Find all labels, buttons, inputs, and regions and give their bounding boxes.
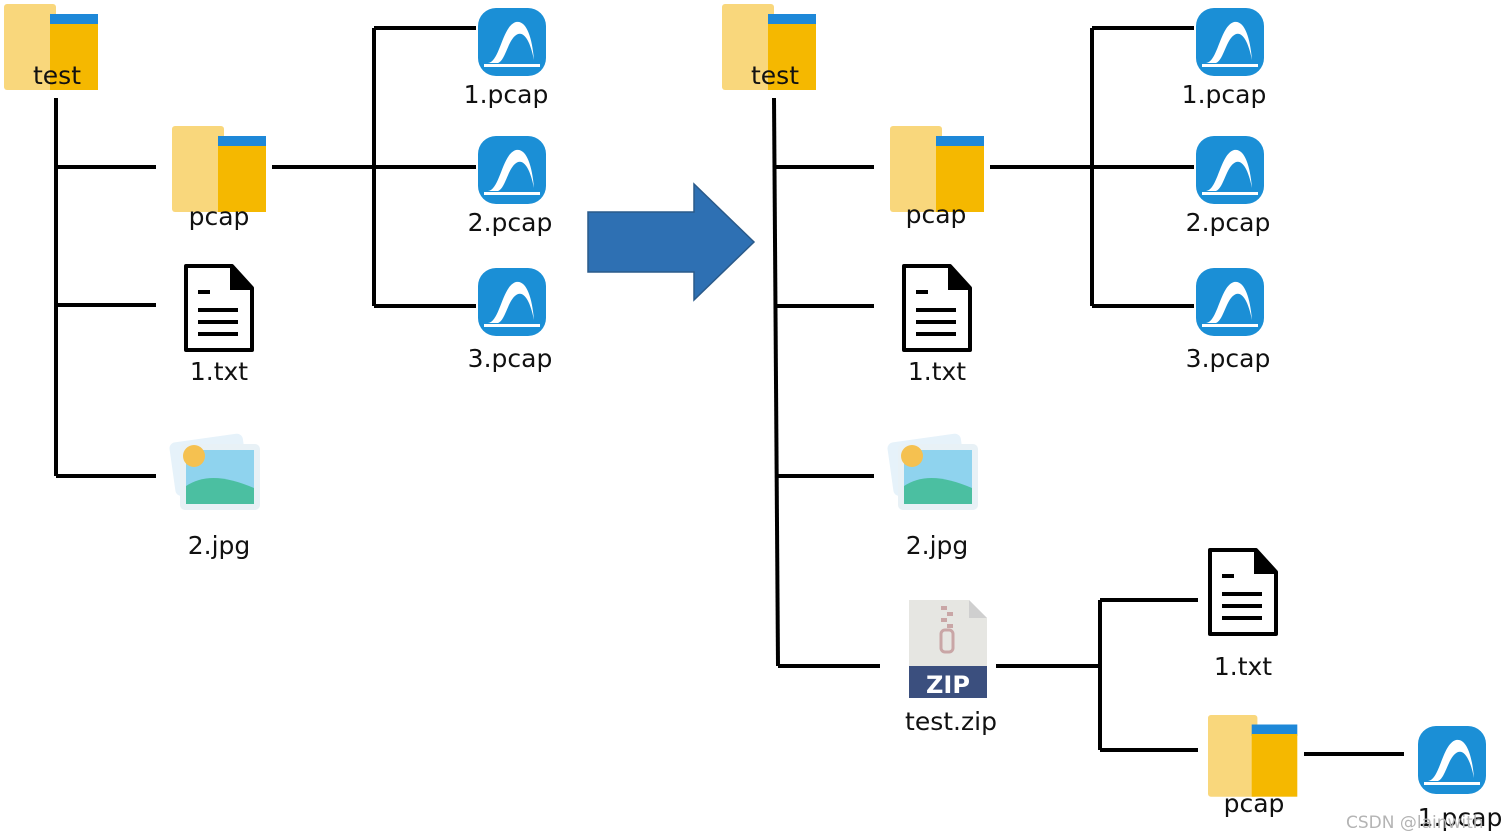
- text-file-icon: [1208, 548, 1278, 636]
- pcap-file-icon: [1418, 726, 1486, 794]
- zip-text-file-label: 1.txt: [1214, 652, 1272, 681]
- left-tree: test pcap 1.txt 2.jpg 1.pcap 2.pcap 3.pc…: [4, 4, 552, 560]
- root-folder-label: test: [751, 61, 799, 90]
- right-tree: test pcap 1.txt 2.jpg ZIP test.zip 1.pca…: [722, 4, 1502, 832]
- pcap-file-icon: [478, 136, 546, 204]
- image-file-icon: [168, 432, 260, 510]
- pcap-file-icon: [478, 8, 546, 76]
- zip-pcap-file-label: 1.pcap: [1418, 803, 1503, 832]
- zip-pcap-folder-label: pcap: [1224, 789, 1285, 818]
- pcap-folder-label: pcap: [906, 200, 967, 229]
- pcap-file-label: 2.pcap: [1186, 208, 1271, 237]
- pcap-file-label: 3.pcap: [468, 344, 553, 373]
- pcap-file-label: 2.pcap: [468, 208, 553, 237]
- zip-pcap-folder-icon: [1208, 715, 1298, 797]
- pcap-file-label: 1.pcap: [1182, 80, 1267, 109]
- pcap-file-label: 3.pcap: [1186, 344, 1271, 373]
- pcap-file-icon: [1196, 268, 1264, 336]
- transform-arrow-icon: [587, 182, 756, 302]
- text-file-icon: [184, 264, 254, 352]
- pcap-folder-icon: [172, 126, 266, 212]
- pcap-file-label: 1.pcap: [464, 80, 549, 109]
- zip-file-label: test.zip: [905, 707, 997, 736]
- image-file-label: 2.jpg: [188, 531, 251, 560]
- zip-badge-label: ZIP: [926, 671, 970, 699]
- pcap-folder-label: pcap: [189, 202, 250, 231]
- pcap-file-icon: [1196, 8, 1264, 76]
- pcap-file-icon: [1196, 136, 1264, 204]
- pcap-file-icon: [478, 268, 546, 336]
- root-folder-label: test: [33, 61, 81, 90]
- text-file-icon: [902, 264, 972, 352]
- image-file-icon: [886, 432, 978, 510]
- text-file-label: 1.txt: [908, 357, 966, 386]
- image-file-label: 2.jpg: [906, 531, 969, 560]
- watermark: CSDN @lainwith: [1346, 813, 1484, 833]
- text-file-label: 1.txt: [190, 357, 248, 386]
